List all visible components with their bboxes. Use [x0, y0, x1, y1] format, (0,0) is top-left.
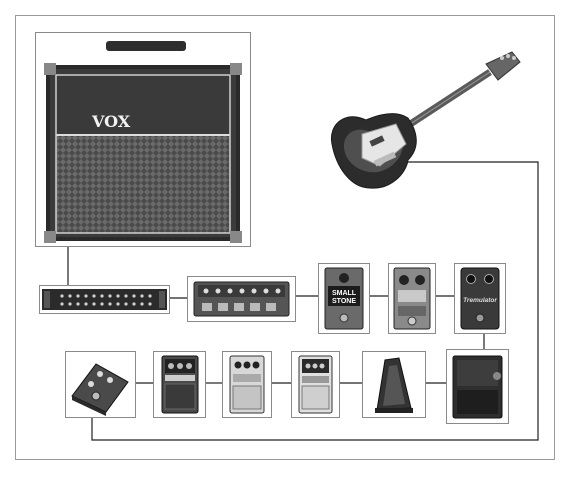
wah-pedal-box	[446, 349, 509, 424]
wah-pedal-icon	[452, 355, 503, 419]
tremolo-pedal-icon: Tremulator	[460, 267, 500, 330]
small-stone-label-1: SMALL	[332, 290, 357, 297]
small-stone-box: SMALL STONE	[318, 263, 370, 334]
electric-guitar-icon	[330, 51, 521, 189]
compact-pedal-dark-box	[153, 351, 206, 418]
phaser-pedal-icon: SMALL STONE	[324, 267, 364, 330]
amp-box: VOX	[35, 32, 251, 247]
amp-brand-logo: VOX	[91, 112, 131, 131]
tremulator-label: Tremulator	[463, 297, 497, 304]
compact-pedal-white-box	[222, 351, 272, 418]
line-selector-pedal-icon	[298, 355, 333, 414]
rack-equalizer-icon	[42, 289, 167, 310]
wire-guitar-out	[91, 161, 539, 441]
small-stone-label-2: STONE	[332, 298, 356, 305]
tremulator-box: Tremulator	[454, 263, 506, 334]
distortion-box	[65, 351, 136, 418]
fuzz-box	[388, 263, 436, 334]
compact-pedal-icon	[161, 355, 199, 414]
line-selector-box	[291, 351, 340, 418]
volume-pedal-icon	[375, 357, 413, 413]
fuzz-pedal-icon	[393, 267, 431, 330]
compact-pedal-icon	[229, 355, 265, 414]
guitar-amp-icon: VOX	[44, 41, 242, 243]
volume-pedal-box	[362, 351, 426, 418]
multi-effect-unit-icon	[193, 281, 290, 317]
multi-effect-box	[187, 276, 296, 322]
distortion-pedal-icon	[71, 363, 129, 416]
rack-unit-box	[39, 285, 170, 314]
